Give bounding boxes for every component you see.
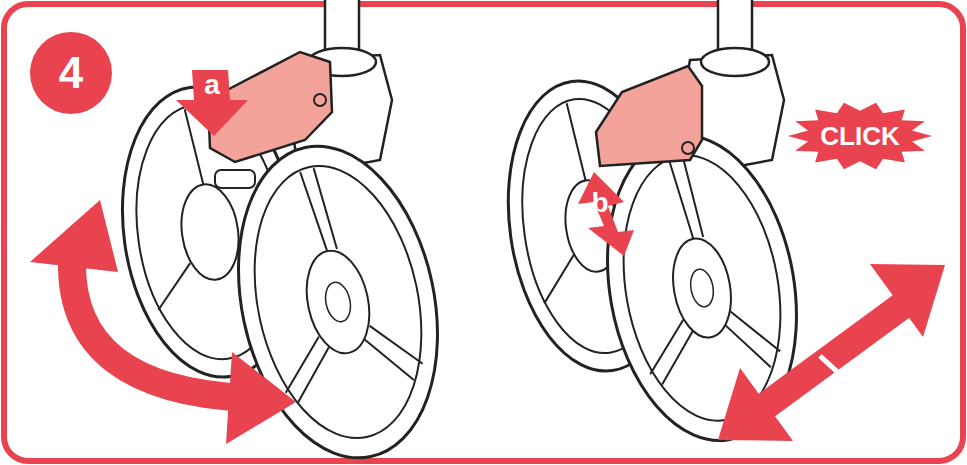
step-letter: b bbox=[585, 188, 615, 218]
front-wheel bbox=[211, 127, 465, 465]
panel-border bbox=[4, 4, 963, 461]
rotate-arrow bbox=[30, 200, 296, 444]
brake-latch bbox=[596, 66, 702, 166]
node-text: 4 bbox=[59, 48, 83, 98]
click-burst: CLICK bbox=[788, 102, 932, 170]
node-text: CLICK bbox=[820, 121, 899, 152]
straight-arrow bbox=[718, 264, 945, 441]
lock-arrow bbox=[578, 172, 634, 256]
step-number: 4 bbox=[30, 32, 112, 114]
press-arrow bbox=[176, 70, 248, 136]
step-letter: a bbox=[197, 70, 227, 100]
